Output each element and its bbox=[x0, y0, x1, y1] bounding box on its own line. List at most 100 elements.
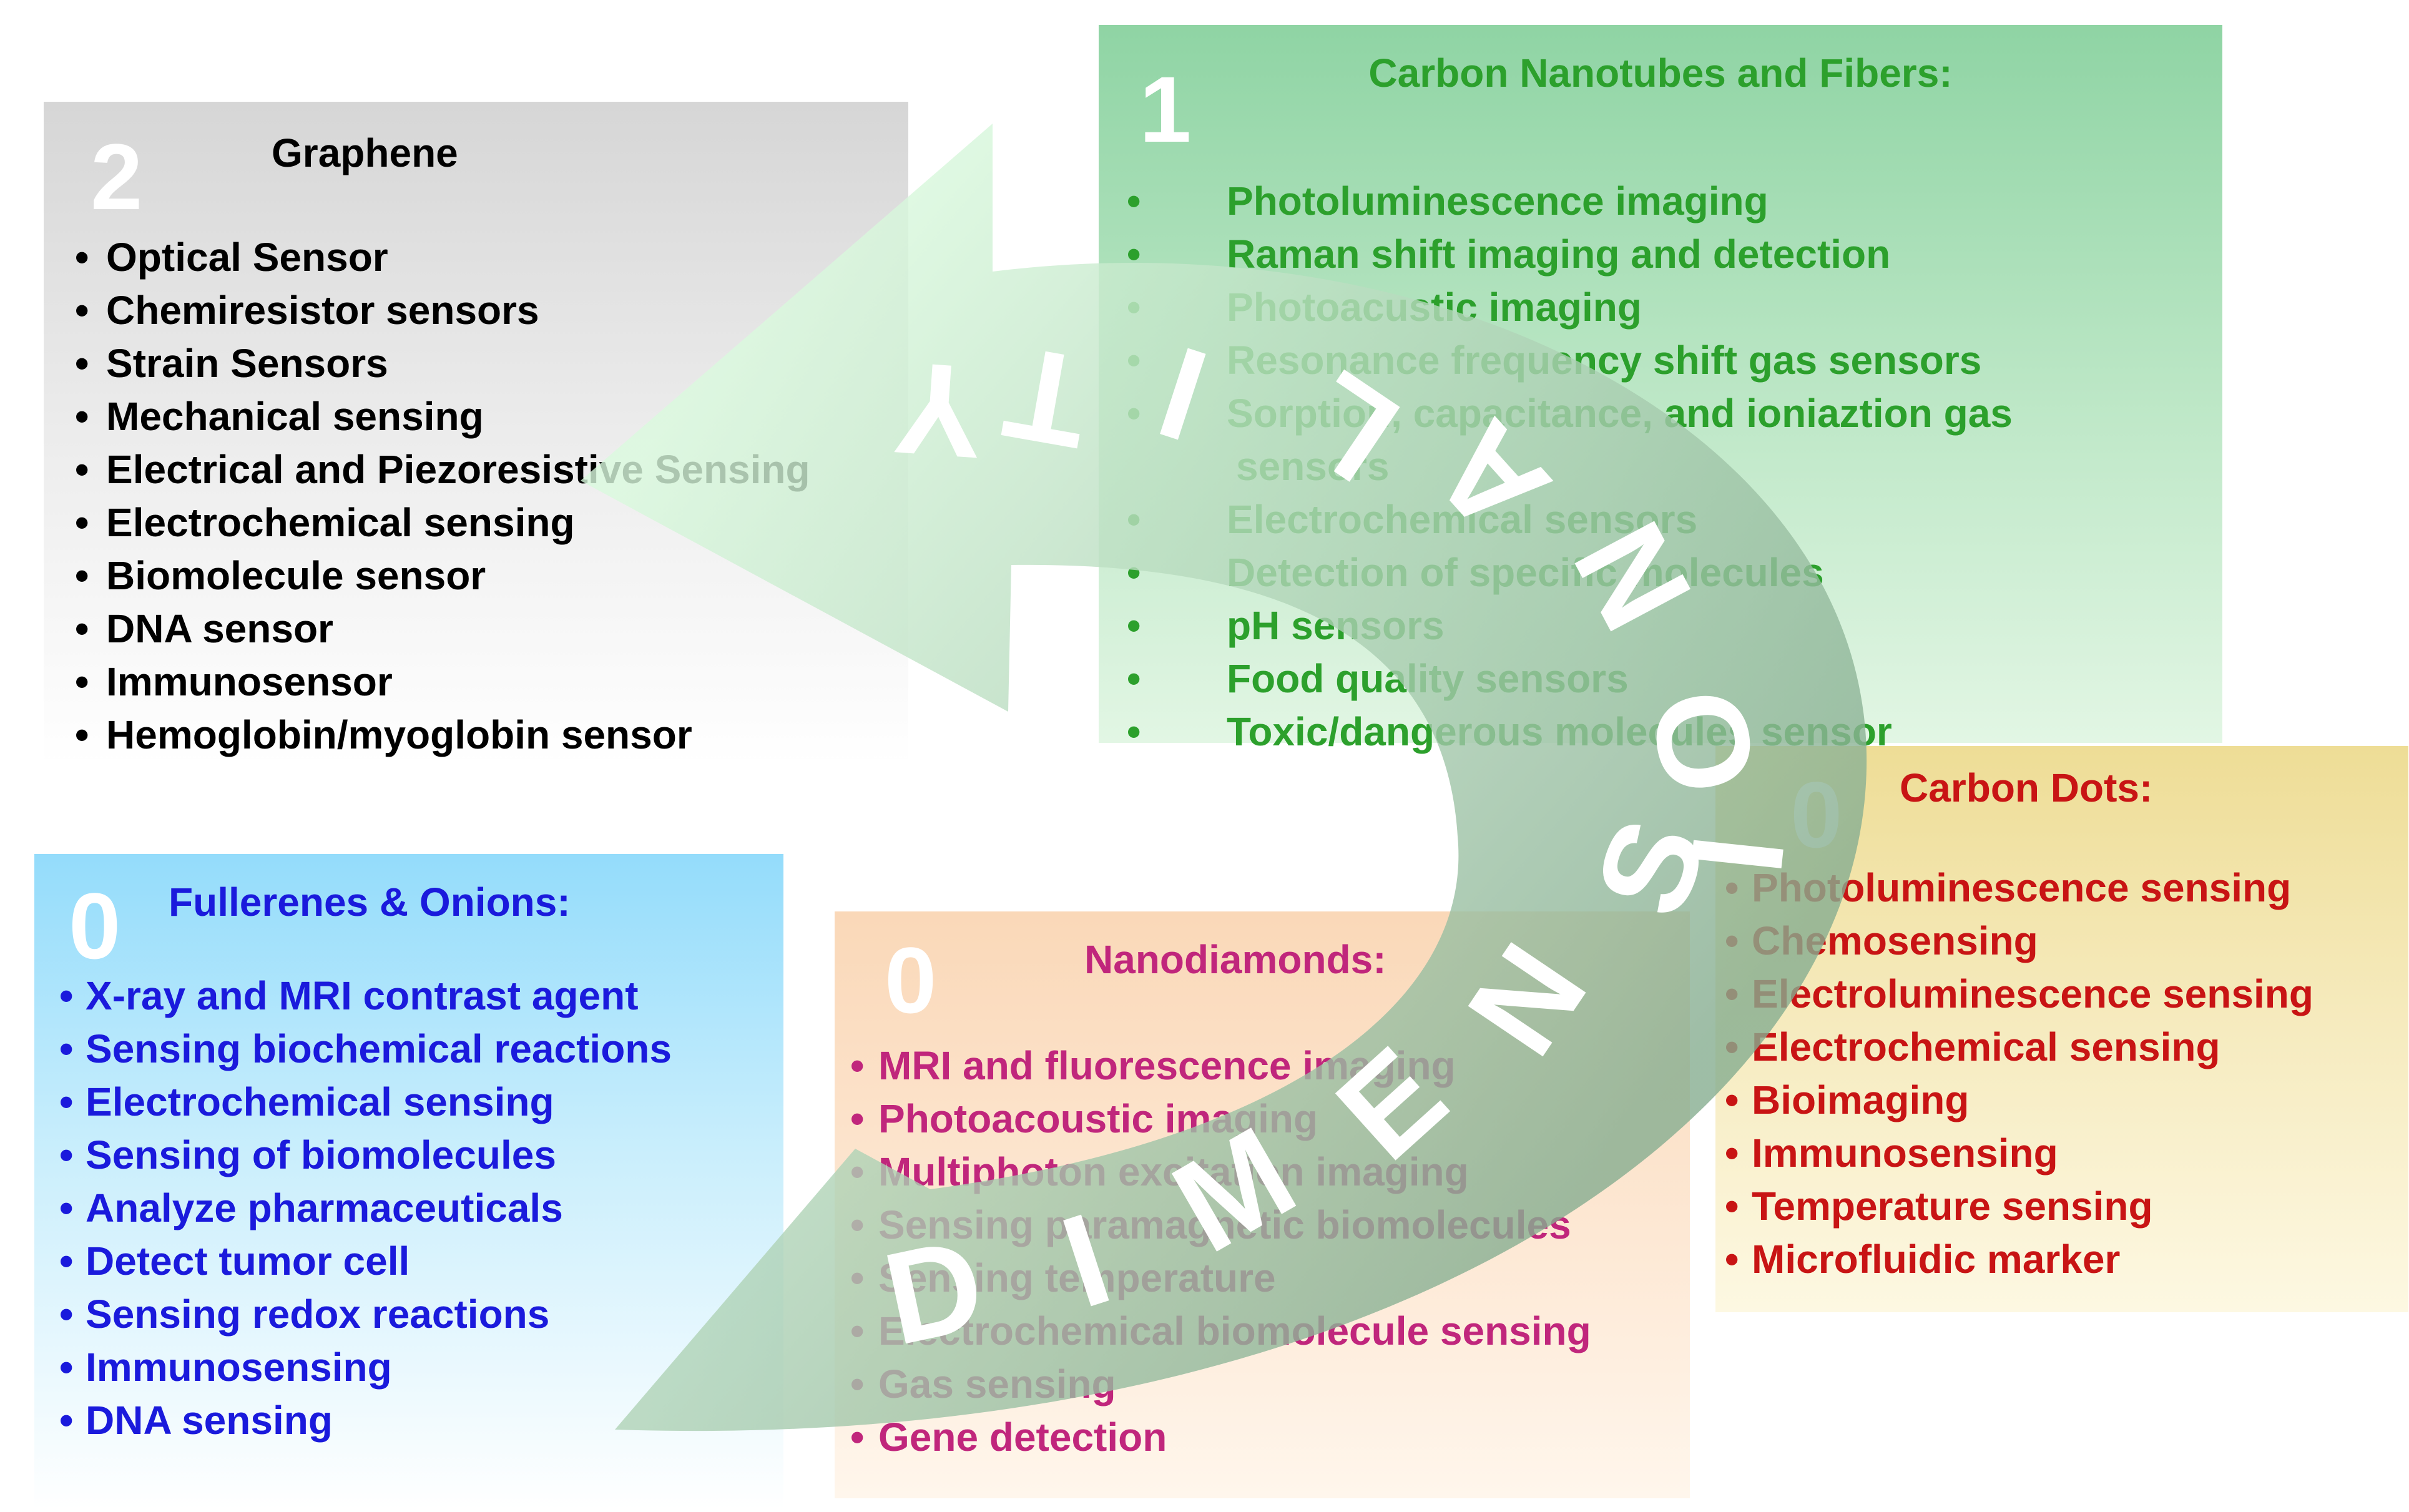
bullet-point: • bbox=[1725, 1237, 1739, 1282]
bullet-point: • bbox=[850, 1096, 865, 1141]
list-item: • Temperature sensing bbox=[1725, 1180, 2313, 1233]
list-item-text: Electrochemical sensing bbox=[106, 500, 575, 545]
list-item-text: X-ray and MRI contrast agent bbox=[86, 973, 639, 1018]
list-item-text: Hemoglobin/myoglobin sensor bbox=[106, 712, 692, 757]
bullet-point: • bbox=[59, 1026, 74, 1071]
box-dimension-number: 0 bbox=[69, 873, 121, 978]
list-item: • Immunosensing bbox=[59, 1341, 672, 1394]
list-item: • Bioimaging bbox=[1725, 1074, 2313, 1127]
list-item: •Electroluminescence sensing bbox=[1725, 968, 2313, 1021]
list-item-text: DNA sensing bbox=[86, 1398, 333, 1443]
bullet-point: • bbox=[1127, 709, 1141, 754]
list-item-text: Optical Sensor bbox=[106, 235, 388, 280]
list-item-text: Strain Sensors bbox=[106, 341, 388, 386]
box-title: Fullerenes & Onions: bbox=[169, 880, 571, 925]
list-item: • Sensing redox reactions bbox=[59, 1288, 672, 1341]
bullet-point: • bbox=[59, 1292, 74, 1337]
list-item-text: Microfluidic marker bbox=[1752, 1237, 2121, 1282]
list-item-text: Immunosensor bbox=[106, 659, 393, 704]
list-item: • Gene detection bbox=[850, 1411, 1591, 1464]
list-item-text: Gene detection bbox=[878, 1415, 1167, 1460]
bullet-point: • bbox=[59, 1186, 74, 1230]
list-item: • Strain Sensors bbox=[75, 337, 810, 390]
banner-letter: Y bbox=[890, 334, 988, 486]
list-item-text: DNA sensor bbox=[106, 606, 333, 651]
bullet-point: • bbox=[59, 1132, 74, 1177]
bullet-point: • bbox=[75, 341, 89, 386]
item-list: • Optical Sensor • Chemiresistor sensors • St… bbox=[75, 231, 810, 762]
list-item: • Chemiresistor sensors bbox=[75, 284, 810, 337]
bullet-point: • bbox=[59, 1239, 74, 1284]
bullet-point: • bbox=[59, 1345, 74, 1390]
list-item: • Electrochemical sensing bbox=[59, 1076, 672, 1129]
list-item-text: Immunosensing bbox=[86, 1345, 392, 1390]
bullet-point: • bbox=[850, 1415, 865, 1460]
list-item: • DNA sensor bbox=[75, 602, 810, 655]
bullet-point: • bbox=[59, 1398, 74, 1443]
list-item-text: Mechanical sensing bbox=[106, 394, 484, 439]
list-item-text: Temperature sensing bbox=[1752, 1184, 2153, 1229]
list-item: • Sensing of biomolecules bbox=[59, 1129, 672, 1182]
list-item-text: Sensing redox reactions bbox=[86, 1292, 550, 1337]
list-item-text: Sensing of biomolecules bbox=[86, 1132, 556, 1177]
bullet-point: • bbox=[1725, 1078, 1739, 1122]
box-title: Carbon Nanotubes and Fibers: bbox=[1368, 51, 1953, 96]
bullet-point: • bbox=[1127, 603, 1141, 648]
box-title: Carbon Dots: bbox=[1900, 765, 2153, 810]
list-item: • Analyze pharmaceuticals bbox=[59, 1182, 672, 1235]
list-item-text: Biomolecule sensor bbox=[106, 553, 486, 598]
bullet-point: • bbox=[75, 659, 89, 704]
bullet-point: • bbox=[1127, 179, 1141, 223]
carbon-dots-box: 0 Carbon Dots: •Photoluminescence sensin… bbox=[1715, 746, 2408, 1312]
box-dimension-number: 0 bbox=[885, 928, 937, 1033]
bullet-point: • bbox=[1725, 1131, 1739, 1176]
bullet-point: • bbox=[59, 973, 74, 1018]
curved-arrow-shape bbox=[581, 124, 1867, 1431]
list-item-text: Detect tumor cell bbox=[86, 1239, 410, 1284]
bullet-point: • bbox=[1127, 656, 1141, 701]
list-item: • Immunosensing bbox=[1725, 1127, 2313, 1180]
list-item-text: Immunosensing bbox=[1752, 1131, 2058, 1176]
box-title: Graphene bbox=[272, 130, 458, 175]
list-item-text: Electroluminescence sensing bbox=[1752, 971, 2313, 1016]
list-item-text: Raman shift imaging and detection bbox=[1227, 232, 1891, 277]
list-item: • Mechanical sensing bbox=[75, 390, 810, 443]
bullet-point: • bbox=[75, 288, 89, 333]
box-dimension-number: 2 bbox=[91, 124, 143, 229]
list-item-text: Bioimaging bbox=[1752, 1078, 1970, 1122]
bullet-point: • bbox=[850, 1043, 865, 1088]
list-item: • Hemoglobin/myoglobin sensor bbox=[75, 709, 810, 762]
box-dimension-number: 1 bbox=[1139, 57, 1192, 162]
item-list: •Photoluminescence sensing•Chemosensing•… bbox=[1725, 862, 2313, 1286]
bullet-point: • bbox=[75, 606, 89, 651]
list-item: • X-ray and MRI contrast agent bbox=[59, 970, 672, 1023]
list-item: • Biomolecule sensor bbox=[75, 549, 810, 602]
bullet-point: • bbox=[1725, 1184, 1739, 1229]
list-item: • Detect tumor cell bbox=[59, 1235, 672, 1288]
bullet-point: • bbox=[75, 500, 89, 545]
list-item: •Electrochemical sensing bbox=[1725, 1021, 2313, 1074]
bullet-point: • bbox=[75, 235, 89, 280]
bullet-point: • bbox=[75, 447, 89, 492]
list-item: • Electrochemical sensing bbox=[75, 496, 810, 549]
list-item-text: Sensing biochemical reactions bbox=[86, 1026, 672, 1071]
bullet-point: • bbox=[75, 712, 89, 757]
bullet-point: • bbox=[59, 1079, 74, 1124]
list-item-text: Electrochemical sensing bbox=[1752, 1024, 2220, 1069]
box-title: Nanodiamonds: bbox=[1084, 937, 1386, 982]
list-item: • Optical Sensor bbox=[75, 231, 810, 284]
list-item-text: Electrochemical sensing bbox=[86, 1079, 554, 1124]
list-item: • Microfluidic marker bbox=[1725, 1233, 2313, 1286]
item-list: • X-ray and MRI contrast agent • Sensing bi… bbox=[59, 970, 672, 1447]
list-item: • Sensing biochemical reactions bbox=[59, 1023, 672, 1076]
bullet-point: • bbox=[75, 553, 89, 598]
list-item-text: Chemiresistor sensors bbox=[106, 288, 539, 333]
bullet-point: • bbox=[75, 394, 89, 439]
list-item-text: Analyze pharmaceuticals bbox=[86, 1186, 563, 1230]
list-item: • DNA sensing bbox=[59, 1394, 672, 1447]
list-item: •Photoluminescence imaging bbox=[1127, 175, 2013, 228]
list-item: • Immunosensor bbox=[75, 655, 810, 709]
banner-letter: O bbox=[1622, 679, 1784, 805]
list-item: •Raman shift imaging and detection bbox=[1127, 228, 2013, 281]
